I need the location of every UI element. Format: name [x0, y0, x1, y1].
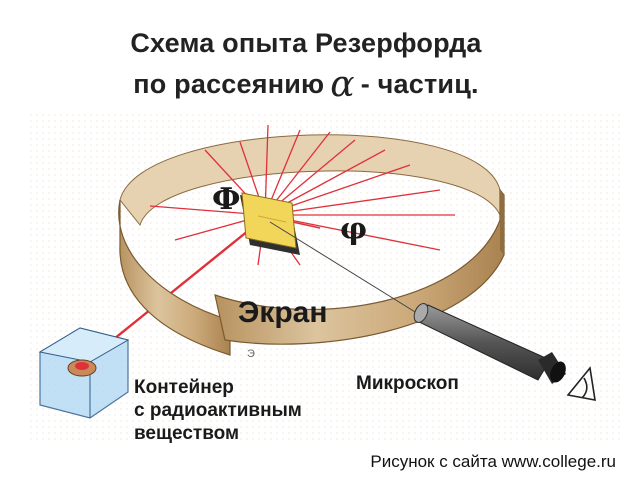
sight-line	[269, 221, 421, 316]
eye-icon	[566, 366, 596, 401]
diagram-title-line1: Схема опыта Резерфорда	[130, 28, 482, 58]
label-container-line1: Контейнер	[134, 377, 234, 398]
label-container: Контейнер с радиоактивным веществом	[134, 376, 302, 445]
ring-edge	[500, 190, 504, 255]
image-credit: Рисунок с сайта www.college.ru	[370, 452, 616, 471]
gold-foil-icon	[240, 192, 300, 255]
label-microscope: Микроскоп	[356, 373, 459, 394]
ring-left	[118, 199, 231, 356]
microscope-icon	[413, 303, 566, 384]
label-phi-right: φ	[340, 212, 368, 247]
ray	[264, 189, 441, 216]
label-screen: Экран	[238, 296, 328, 329]
label-phi-left: Ф	[212, 182, 241, 217]
title-prefix: по рассеянию	[133, 69, 325, 99]
label-container-line2: с радиоактивным	[134, 400, 302, 421]
label-container-line3: веществом	[134, 423, 240, 444]
title-suffix: - частиц.	[360, 69, 479, 99]
alpha-symbol: α	[330, 64, 355, 105]
radioactive-container-icon	[38, 327, 130, 419]
ray	[264, 214, 441, 251]
label-screen-sub: Э	[247, 348, 255, 360]
